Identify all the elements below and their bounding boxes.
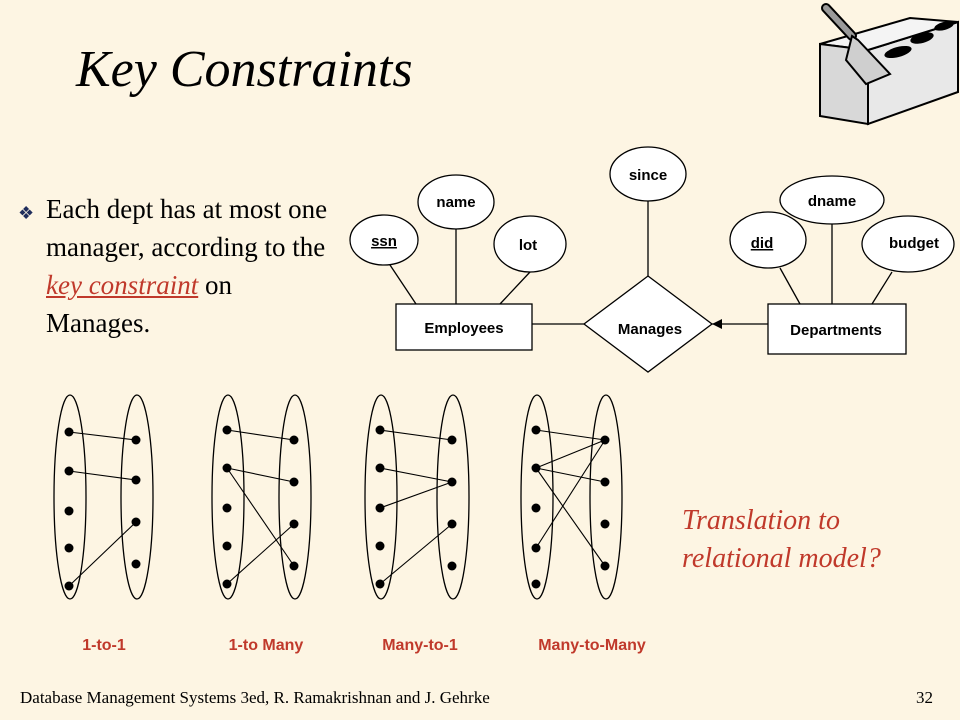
cardinality-one-to-many xyxy=(211,394,312,600)
attribute-name xyxy=(417,174,495,230)
footer-citation: Database Management Systems 3ed, R. Rama… xyxy=(20,688,490,707)
attribute-since xyxy=(609,146,687,202)
label-one-to-one: 1-to-1 xyxy=(82,637,126,654)
attribute-ssn-label: ssn xyxy=(371,233,397,250)
bullet-text-before: Each dept has at most one manager, accor… xyxy=(46,194,328,262)
bullet-text: Each dept has at most one manager, accor… xyxy=(46,190,336,342)
attribute-did xyxy=(729,211,807,269)
attribute-since-label: since xyxy=(629,167,667,184)
relationship-manages xyxy=(582,275,714,373)
diamond-bullet-icon: ❖ xyxy=(18,203,35,223)
attribute-budget xyxy=(861,215,955,273)
label-one-to-many: 1-to Many xyxy=(229,637,304,654)
cardinality-many-to-one xyxy=(364,394,470,600)
label-many-to-one: Many-to-1 xyxy=(382,637,458,654)
entity-employees xyxy=(395,303,533,351)
attribute-did-label: did xyxy=(751,235,774,252)
entity-departments-label: Departments xyxy=(790,322,882,339)
label-many-to-many: Many-to-Many xyxy=(538,637,646,654)
relationship-manages-label: Manages xyxy=(618,321,682,338)
attribute-ssn xyxy=(349,214,419,266)
attribute-name-label: name xyxy=(436,194,475,211)
key-constraint-arrow-icon xyxy=(712,319,722,329)
bullet-text-after: on Manages. xyxy=(46,270,232,338)
attribute-lot xyxy=(493,215,567,273)
cardinality-one-to-one xyxy=(53,394,154,600)
page-number: 32 xyxy=(916,688,933,707)
entity-employees-label: Employees xyxy=(424,320,503,337)
slide-title: Key Constraints xyxy=(76,41,413,98)
attribute-lot-label: lot xyxy=(519,237,537,254)
attribute-budget-label: budget xyxy=(889,235,939,252)
attribute-dname xyxy=(779,175,885,225)
entity-departments xyxy=(767,303,907,355)
attribute-dname-label: dname xyxy=(808,193,856,210)
cardinality-many-to-many xyxy=(520,394,623,600)
key-constraint-link[interactable]: key constraint xyxy=(46,270,199,300)
translation-note: Translation to relational model? xyxy=(682,505,881,574)
